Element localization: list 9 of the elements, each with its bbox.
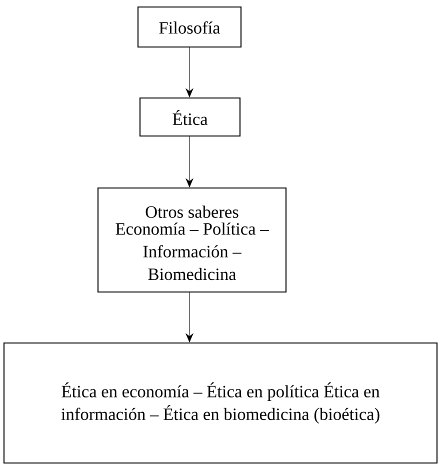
text-box (137, 6, 242, 48)
box-text: Ética (172, 110, 208, 126)
text-box (3, 342, 438, 464)
text-box (97, 187, 287, 293)
box-text: Filosofía (159, 21, 220, 34)
box-text: Ética en economía – Ética en política Ética en información – Ética en biomedicina (bioética) (61, 382, 380, 424)
box-text: Otros saberes (146, 206, 238, 218)
text-box (139, 97, 241, 137)
box-text: Economía – Política – Información – Biomedicina (116, 222, 269, 280)
